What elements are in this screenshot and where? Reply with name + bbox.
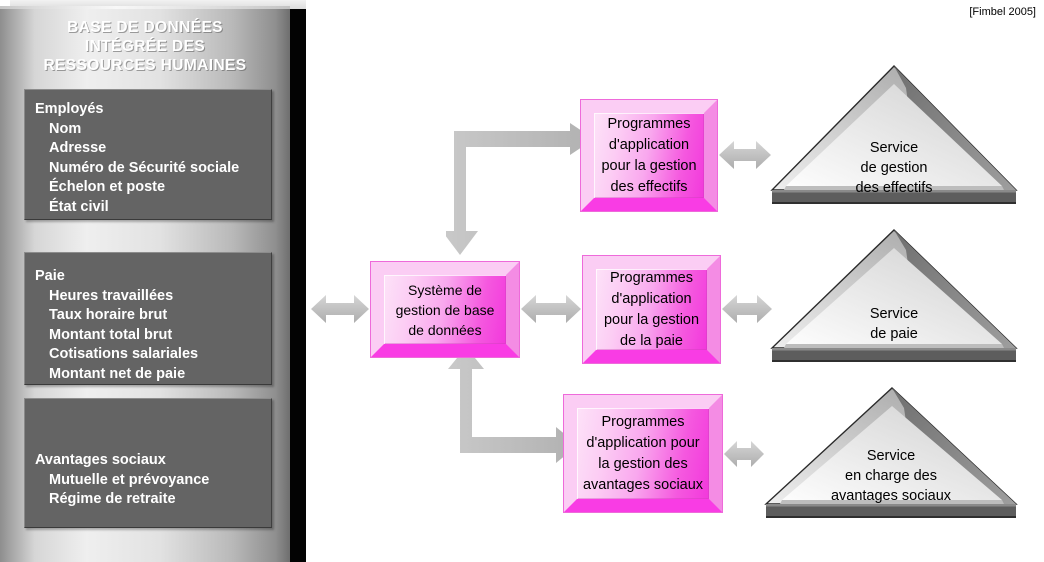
service-pyramid-avantages: Service en charge des avantages sociaux: [762, 386, 1020, 526]
integrated-hr-database-panel: BASE DE DONNÉES INTÉGRÉE DES RESSOURCES …: [0, 0, 306, 562]
double-arrow-icon-effectifs-service: [719, 138, 771, 172]
group-item: Numéro de Sécurité sociale: [49, 159, 240, 176]
group-item: Adresse: [49, 140, 107, 156]
group-item: Taux horaire brut: [49, 307, 168, 323]
service-pyramid-paie: Service de paie: [770, 228, 1018, 370]
panel-title: BASE DE DONNÉES INTÉGRÉE DES RESSOURCES …: [43, 19, 247, 74]
dbms-box-label: Système de gestion de base de données: [395, 281, 495, 338]
group-item: Nom: [49, 120, 82, 137]
double-arrow-icon-panel-dbms: [311, 292, 369, 326]
application-box-inner: Programmes d'application pour la gestion…: [594, 113, 704, 198]
dbms-box: Système de gestion de base de données: [371, 262, 519, 357]
dbms-box-inner: Système de gestion de base de données: [384, 275, 506, 344]
group-title: Paie: [35, 268, 65, 284]
elbow-arrow-dbms-to-effectifs: [446, 123, 590, 269]
service-pyramid-label: Service de gestion des effectifs: [855, 140, 933, 196]
application-box-label: Programmes d'application pour la gestion…: [582, 413, 704, 493]
group-title: Employés: [35, 101, 104, 117]
service-pyramid-label: Service de paie: [869, 306, 919, 342]
application-box-label: Programmes d'application pour la gestion…: [603, 269, 700, 349]
panel-highlight: [0, 6, 290, 9]
elbow-arrow-avantages-to-dbms: [446, 349, 578, 477]
double-arrow-icon-avantages-service: [724, 437, 764, 471]
panel-side-edge: [290, 6, 306, 562]
application-box-inner: Programmes d'application pour la gestion…: [577, 408, 709, 499]
group-item: Cotisations salariales: [49, 346, 199, 362]
service-pyramid-effectifs: Service de gestion des effectifs: [770, 64, 1018, 212]
group-item: Mutuelle et prévoyance: [49, 471, 210, 488]
group-item: Montant net de paie: [49, 365, 186, 382]
double-arrow-icon-dbms-paie: [521, 292, 581, 326]
panel-top-bevel: [10, 0, 306, 9]
group-item: Régime de retraite: [49, 491, 176, 507]
group-title: Avantages sociaux: [35, 452, 166, 468]
group-item: Montant total brut: [49, 326, 173, 343]
application-box-paie: Programmes d'application pour la gestion…: [583, 256, 720, 363]
double-arrow-icon-paie-service: [722, 292, 772, 326]
group-item: État civil: [49, 198, 109, 215]
application-box-inner: Programmes d'application pour la gestion…: [596, 269, 707, 350]
data-group-avantages-sociaux: Avantages sociaux Mutuelle et prévoyance…: [24, 398, 272, 528]
citation-label: [Fimbel 2005]: [969, 6, 1036, 18]
data-group-employes: Employés Nom Adresse Numéro de Sécurité …: [24, 89, 272, 220]
data-group-paie: Paie Heures travaillées Taux horaire bru…: [24, 252, 272, 385]
group-item: Heures travaillées: [49, 287, 174, 304]
application-box-effectifs: Programmes d'application pour la gestion…: [581, 100, 717, 211]
application-box-avantages: Programmes d'application pour la gestion…: [564, 395, 722, 512]
group-item: Échelon et poste: [49, 179, 166, 195]
service-pyramid-label: Service en charge des avantages sociaux: [830, 448, 952, 504]
application-box-label: Programmes d'application pour la gestion…: [601, 115, 697, 195]
